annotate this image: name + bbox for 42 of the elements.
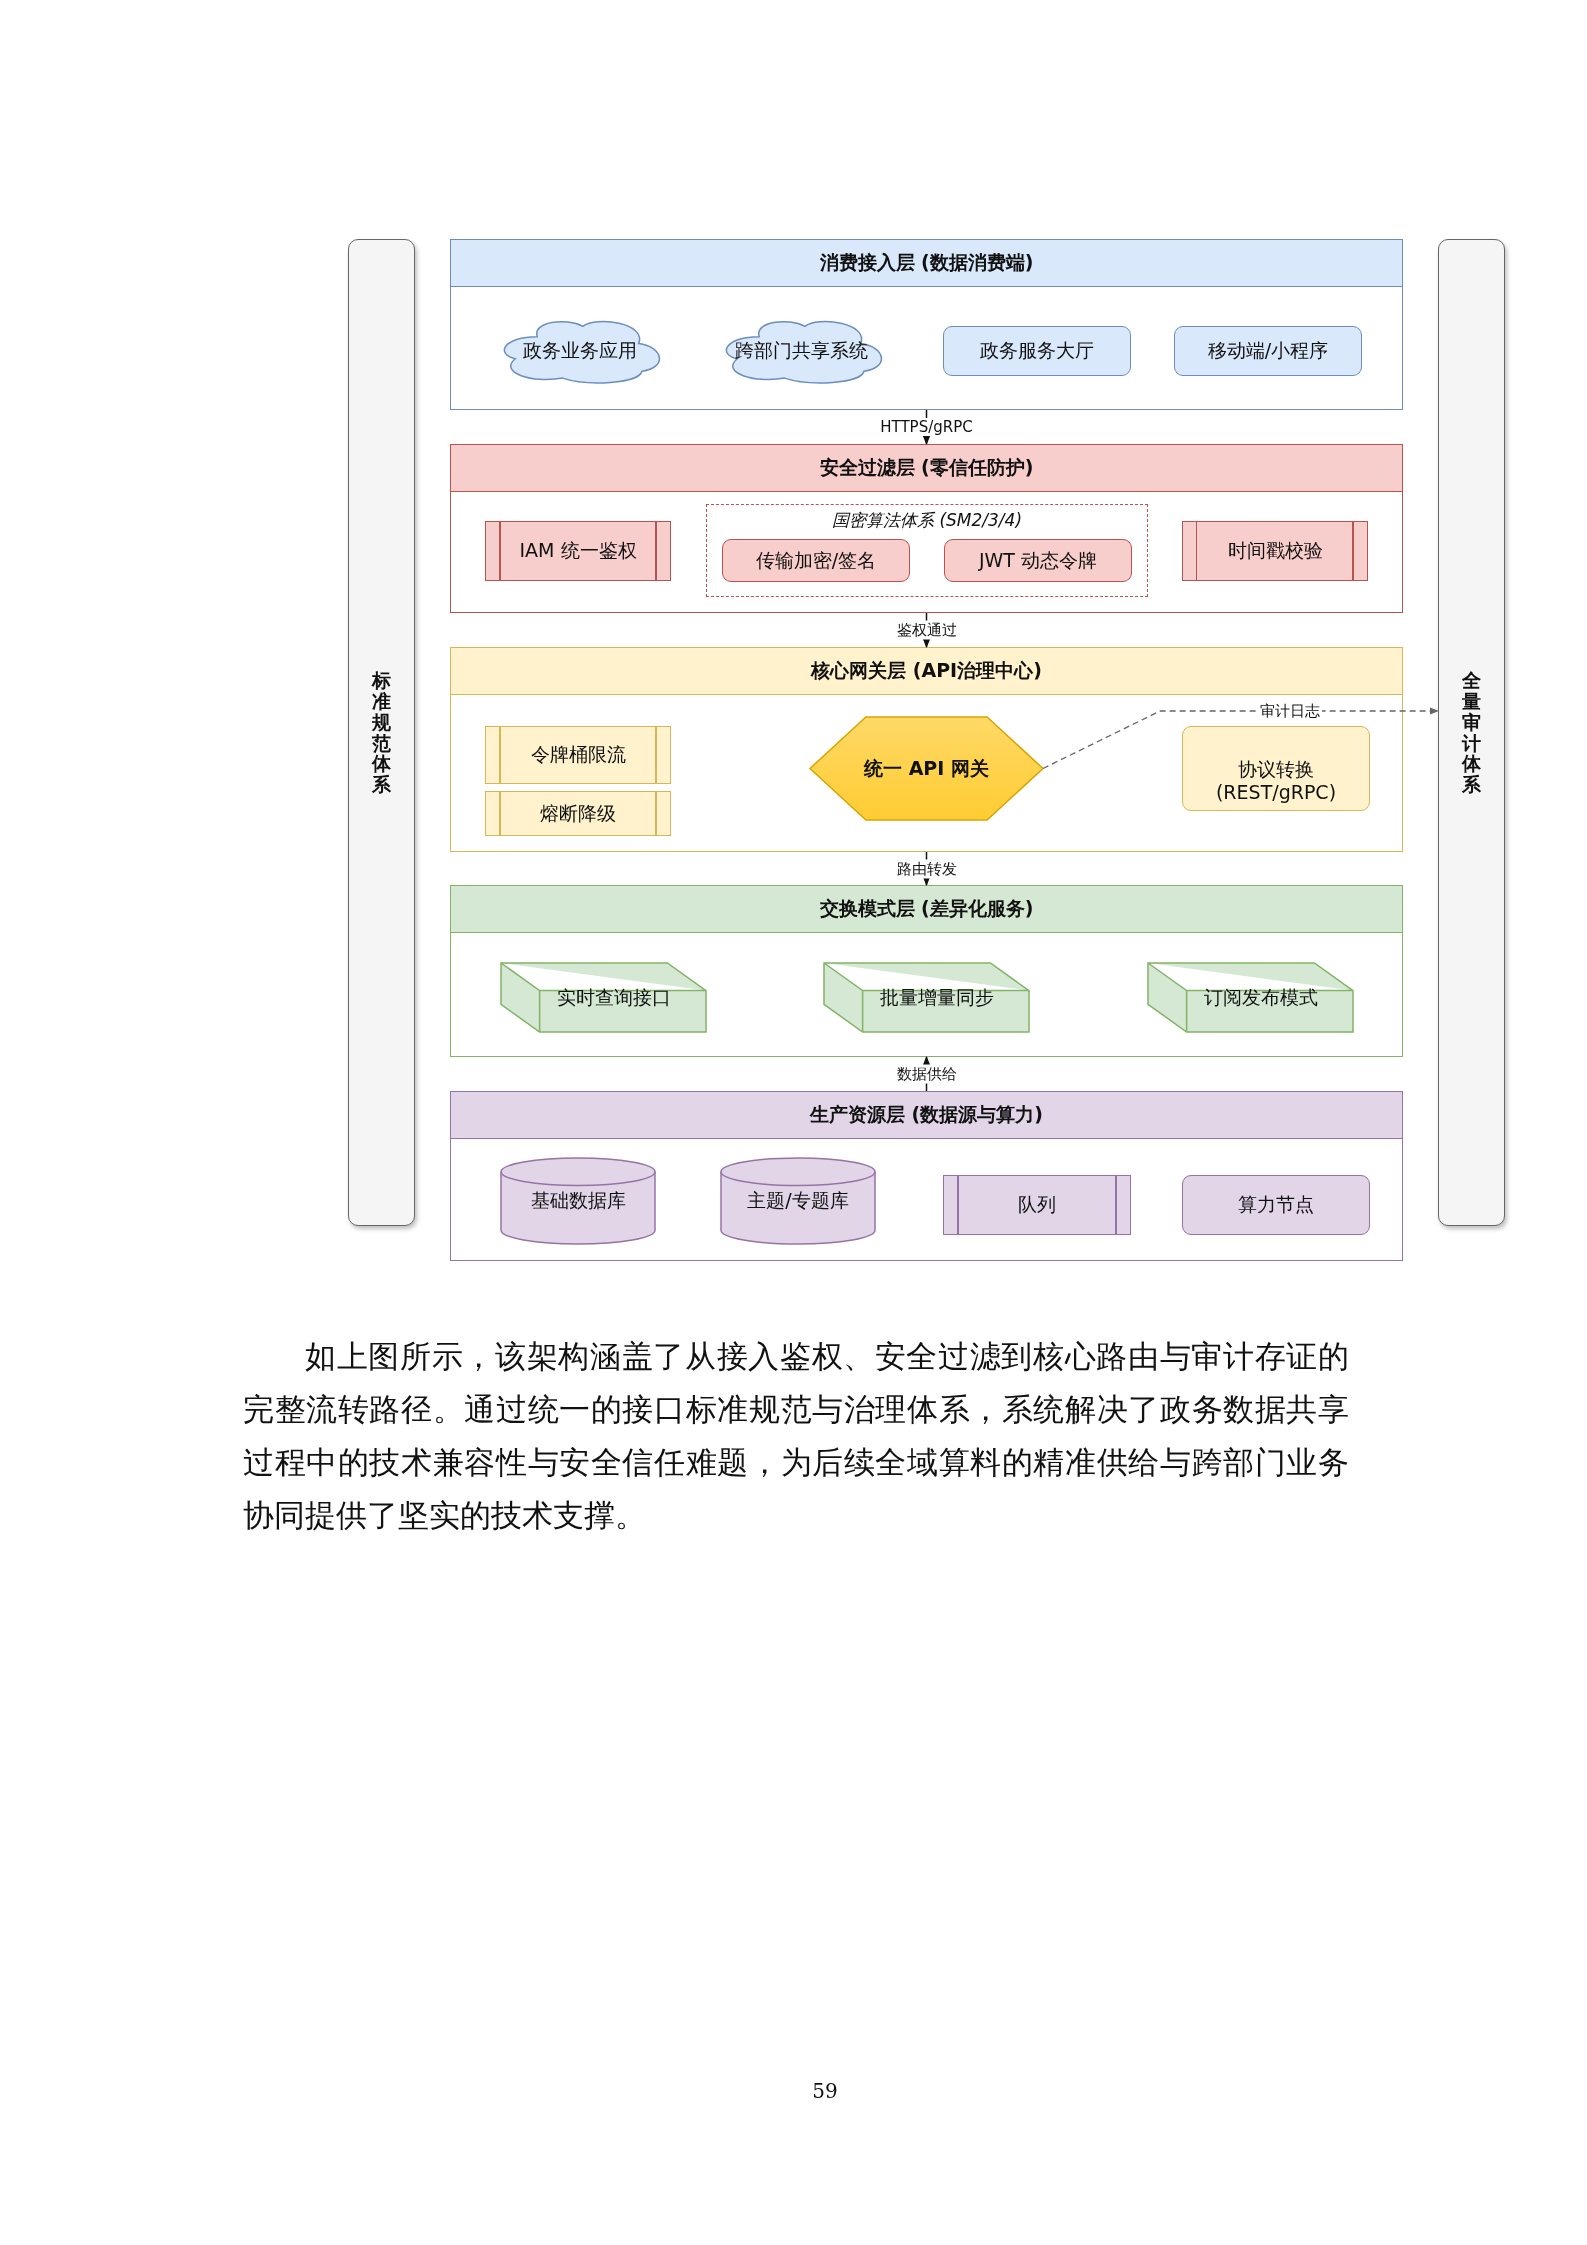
node-label: 统一 API 网关 xyxy=(864,756,989,781)
subprocess-box: 队列 xyxy=(943,1175,1131,1235)
process-box: 协议转换 (REST/gRPC) xyxy=(1182,726,1370,811)
process-box: JWT 动态令牌 xyxy=(944,539,1132,582)
layer-panel xyxy=(450,647,1403,852)
vertical-label: 全量审计体系 xyxy=(1462,669,1481,796)
node-label: 跨部门共享系统 xyxy=(735,338,868,363)
edge-label: 数据供给 xyxy=(894,1064,959,1084)
layer-panel xyxy=(450,1091,1403,1261)
process-box: 移动端/小程序 xyxy=(1174,326,1362,376)
node-label: 政务业务应用 xyxy=(522,338,637,363)
group-title: 国密算法体系 (SM2/3/4) xyxy=(831,509,1023,532)
vertical-label: 标准规范体系 xyxy=(372,669,391,796)
node-label: 主题/专题库 xyxy=(747,1189,849,1213)
subprocess-box: 时间戳校验 xyxy=(1182,521,1368,581)
subprocess-box: 熔断降级 xyxy=(485,791,671,836)
layer-panel xyxy=(450,239,1403,410)
layer-header: 生产资源层 (数据源与算力) xyxy=(451,1092,1402,1139)
node-label: 订阅发布模式 xyxy=(1202,985,1318,1010)
layer-header: 核心网关层 (API治理中心) xyxy=(451,648,1402,695)
subprocess-box: 令牌桶限流 xyxy=(485,726,671,784)
layer-header: 消费接入层 (数据消费端) xyxy=(451,240,1402,287)
dashed-group xyxy=(706,504,1148,597)
node-label: 基础数据库 xyxy=(530,1189,626,1213)
process-box: 政务服务大厅 xyxy=(943,326,1131,376)
edge-label: 路由转发 xyxy=(894,859,959,878)
layer-panel xyxy=(450,444,1403,613)
layer-header: 安全过滤层 (零信任防护) xyxy=(451,445,1402,492)
node-label: 批量增量同步 xyxy=(878,985,994,1010)
edge-label: HTTPS/gRPC xyxy=(878,418,975,436)
subprocess-box: IAM 统一鉴权 xyxy=(485,521,671,581)
layer-panel xyxy=(450,885,1403,1057)
layer-header: 交换模式层 (差异化服务) xyxy=(451,886,1402,933)
side-panel xyxy=(348,239,415,1226)
edge-label: 审计日志 xyxy=(1258,701,1322,721)
process-box: 传输加密/签名 xyxy=(722,539,910,582)
page-number: 59 xyxy=(811,2078,839,2104)
process-box: 算力节点 xyxy=(1182,1175,1370,1235)
edge-label: 鉴权通过 xyxy=(894,620,959,640)
side-panel xyxy=(1438,239,1505,1226)
node-label: 实时查询接口 xyxy=(555,985,671,1010)
body-paragraph: 如上图所示，该架构涵盖了从接入鉴权、安全过滤到核心路由与审计存证的完整流转路径。通过统一的接口标准规范与治理体系，系统解决了政务数据共享过程中的技术兼容性与安全信任难题，为后续全域算料的精准供给与跨部门业务协同提供了坚实的技术支撑。 xyxy=(243,1337,1349,1535)
